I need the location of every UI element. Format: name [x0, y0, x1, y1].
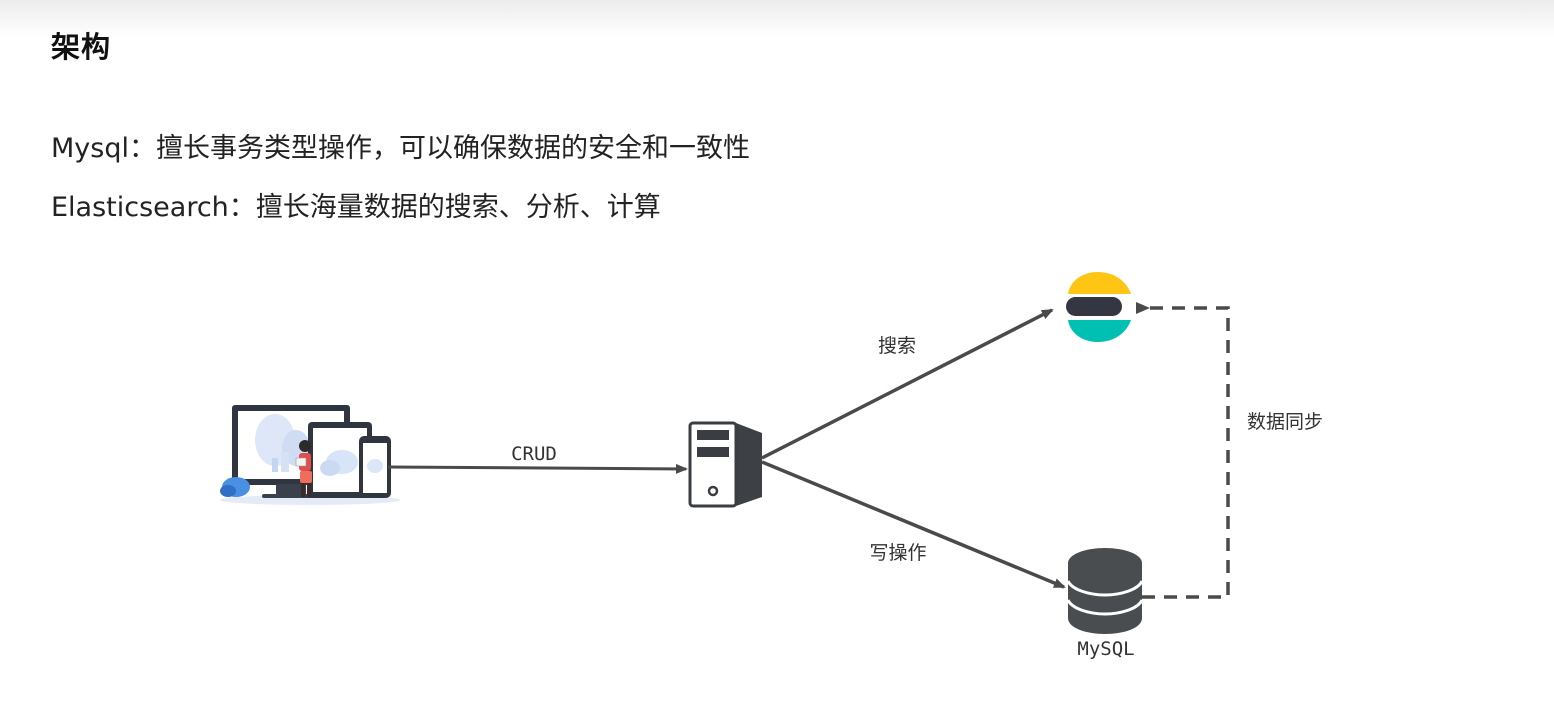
search-edge: [761, 308, 1054, 460]
page-title: 架构: [51, 30, 112, 64]
crud-label: CRUD: [511, 443, 557, 465]
mysql-description: Mysql：擅长事务类型操作，可以确保数据的安全和一致性: [51, 133, 750, 164]
top-shade: [0, 0, 1554, 38]
server-icon: [688, 421, 762, 508]
crud-edge: [387, 463, 688, 474]
elasticsearch-description: Elasticsearch：擅长海量数据的搜索、分析、计算: [51, 192, 661, 223]
mysql-label: MySQL: [1077, 638, 1134, 660]
data-sync-label: 数据同步: [1247, 411, 1323, 433]
write-edge: [761, 460, 1066, 589]
search-label: 搜索: [878, 335, 916, 357]
client-devices-icon: [220, 405, 400, 505]
database-icon: [1066, 548, 1144, 634]
elasticsearch-logo-icon: [1066, 272, 1131, 342]
write-label: 写操作: [869, 542, 926, 564]
data-sync-edge: [1136, 302, 1230, 599]
